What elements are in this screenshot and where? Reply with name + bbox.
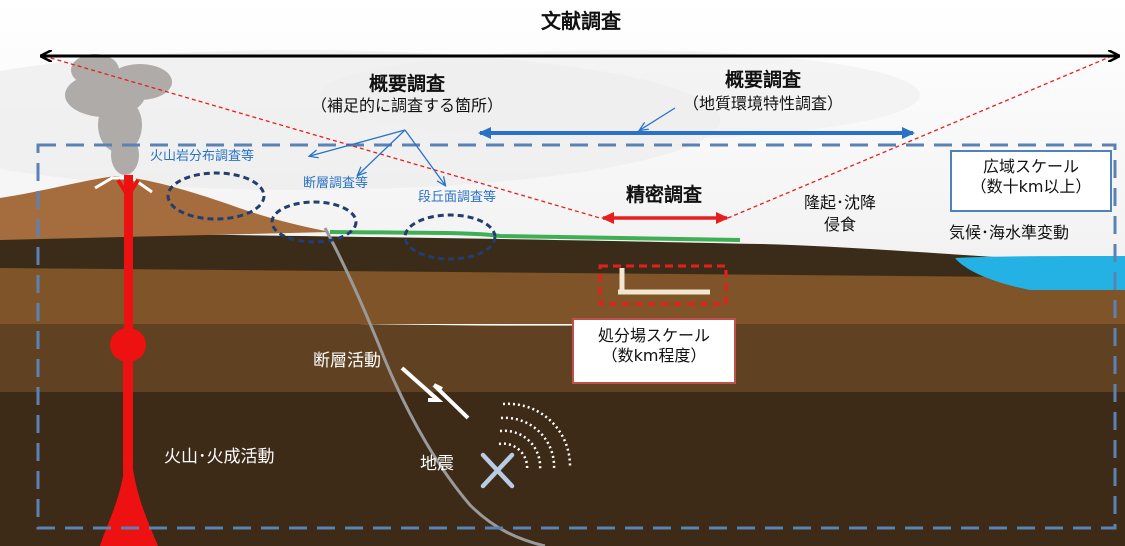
disposal-area-box [598,264,728,306]
regional-scale-frame [36,143,1117,530]
sea [955,256,1125,290]
volcanic-rock-survey-label: 火山岩分布調査等 [150,149,255,164]
fault-survey-label: 断層調査等 [303,176,369,191]
volcanic-igneous-activity-label: 火山･火成活動 [164,447,275,467]
detailed-survey-title: 精密調査 [625,184,703,206]
volcano-mountain [0,176,330,240]
overview-survey-right-title: 概要調査 [724,69,802,91]
overview-survey-left-subtitle: （補足的に調査する箇所） [310,96,504,115]
repository-shaft [618,268,710,295]
climate-sea-level-label: 気候･海水準変動 [949,223,1070,242]
survey-area-ellipses [166,171,497,261]
regional-scale-line2: （数十km以上） [970,177,1092,196]
regional-scale-line1: 広域スケール [982,157,1079,176]
magma-conduit [100,175,158,546]
fault-arrows [400,366,470,420]
perspective-lines [43,55,1113,219]
dark-band-stratum [0,232,1125,278]
overview-survey-left-title: 概要調査 [368,73,446,95]
earthquake-label: 地震 [420,454,454,474]
lower-stratum [0,318,1125,392]
fault-activity-label: 断層活動 [313,351,381,371]
overview-survey-right-subtitle: （地質環境特性調査） [682,94,844,113]
disposal-scale-line2: （数km程度） [601,346,707,365]
cloud [320,50,920,140]
literature-survey-title: 文献調査 [541,9,621,33]
uplift-subsidence-label: 隆起･沈降 [803,193,877,212]
pointer-arrows [310,107,676,185]
seismic-waves [498,402,572,471]
deep-stratum [0,390,1125,546]
disposal-scale-box: 処分場スケール （数km程度） [572,318,736,384]
middle-stratum [0,262,1125,324]
disposal-scale-line1: 処分場スケール [597,326,710,345]
hypocenter-x-icon [480,452,515,489]
crater-rim [94,176,153,194]
erosion-label: 侵食 [823,215,857,234]
terrace-survey-label: 段丘面調査等 [418,190,497,205]
regional-scale-box: 広域スケール （数十km以上） [950,150,1112,212]
